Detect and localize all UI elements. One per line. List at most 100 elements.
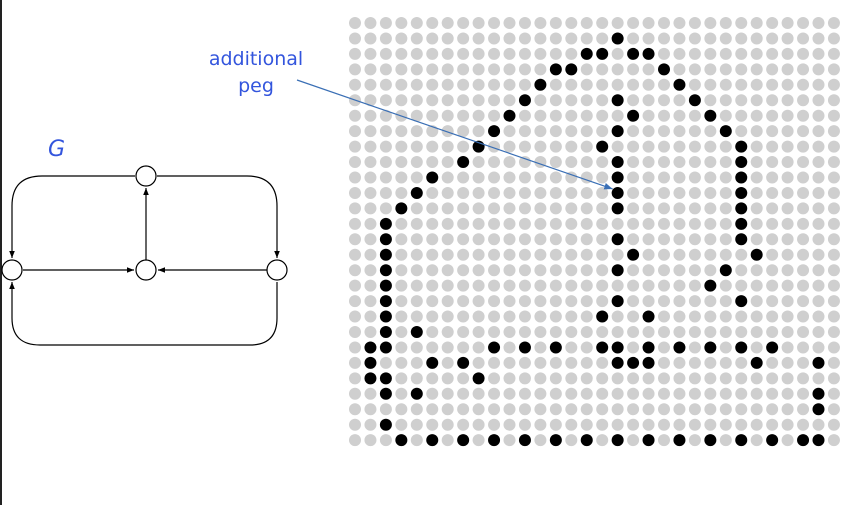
peg-hole <box>410 372 423 385</box>
peg-hole <box>750 202 763 215</box>
peg-filled <box>735 295 748 308</box>
peg-hole <box>611 248 624 261</box>
peg-hole <box>719 17 732 29</box>
peg-hole <box>472 248 485 261</box>
peg-hole <box>688 32 701 45</box>
peg-hole <box>596 248 609 261</box>
peg-filled <box>688 94 701 107</box>
peg-hole <box>642 202 655 215</box>
peg-filled <box>719 264 732 277</box>
peg-hole <box>426 295 439 308</box>
peg-hole <box>488 32 501 45</box>
peg-hole <box>488 78 501 91</box>
peg-hole <box>441 156 454 169</box>
peg-hole <box>812 372 825 385</box>
peg-hole <box>627 387 640 400</box>
peg-hole <box>596 434 609 447</box>
peg-hole <box>827 94 840 107</box>
peg-hole <box>827 295 840 308</box>
peg-hole <box>503 78 516 91</box>
peg-hole <box>488 47 501 60</box>
peg-hole <box>673 310 686 323</box>
peg-hole <box>781 418 794 431</box>
peg-hole <box>827 310 840 323</box>
peg-hole <box>349 186 361 199</box>
peg-hole <box>827 78 840 91</box>
peg-hole <box>565 156 578 169</box>
peg-hole <box>596 233 609 246</box>
peg-hole <box>812 233 825 246</box>
peg-hole <box>549 47 562 60</box>
peg-hole <box>735 310 748 323</box>
peg-hole <box>426 326 439 338</box>
peg-hole <box>750 156 763 169</box>
peg-hole <box>426 217 439 230</box>
peg-hole <box>549 310 562 323</box>
peg-hole <box>426 186 439 199</box>
peg-hole <box>827 109 840 122</box>
peg-hole <box>441 326 454 338</box>
peg-hole <box>596 17 609 29</box>
peg-hole <box>596 326 609 338</box>
peg-filled <box>549 341 562 354</box>
peg-hole <box>410 94 423 107</box>
peg-hole <box>719 63 732 76</box>
peg-hole <box>472 47 485 60</box>
peg-hole <box>503 32 516 45</box>
peg-hole <box>658 202 670 215</box>
peg-hole <box>488 94 501 107</box>
peg-hole <box>827 356 840 369</box>
peg-hole <box>719 248 732 261</box>
peg-hole <box>565 94 578 107</box>
peg-hole <box>565 403 578 416</box>
peg-hole <box>719 418 732 431</box>
peg-hole <box>503 264 516 277</box>
peg-hole <box>488 418 501 431</box>
peg-hole <box>364 434 377 447</box>
peg-hole <box>781 32 794 45</box>
peg-hole <box>565 434 578 447</box>
peg-hole <box>441 78 454 91</box>
peg-hole <box>766 140 779 153</box>
peg-hole <box>457 94 470 107</box>
peg-hole <box>827 403 840 416</box>
peg-hole <box>457 202 470 215</box>
peg-hole <box>596 217 609 230</box>
peg-hole <box>441 186 454 199</box>
peg-filled <box>379 387 392 400</box>
peg-hole <box>827 171 840 184</box>
peg-hole <box>781 202 794 215</box>
peg-hole <box>364 248 377 261</box>
peg-hole <box>766 17 779 29</box>
peg-hole <box>688 264 701 277</box>
peg-hole <box>642 387 655 400</box>
peg-hole <box>719 233 732 246</box>
peg-hole <box>766 202 779 215</box>
peg-hole <box>549 233 562 246</box>
peg-hole <box>688 310 701 323</box>
peg-hole <box>488 171 501 184</box>
peg-hole <box>781 248 794 261</box>
peg-hole <box>426 156 439 169</box>
peg-hole <box>534 140 547 153</box>
peg-hole <box>379 94 392 107</box>
peg-hole <box>704 63 717 76</box>
peg-filled <box>627 356 640 369</box>
peg-hole <box>549 295 562 308</box>
peg-hole <box>441 217 454 230</box>
peg-hole <box>364 295 377 308</box>
peg-hole <box>673 217 686 230</box>
peg-hole <box>580 279 593 292</box>
peg-hole <box>580 63 593 76</box>
pegboard <box>349 17 840 447</box>
peg-hole <box>658 156 670 169</box>
peg-hole <box>781 186 794 199</box>
peg-hole <box>719 47 732 60</box>
node-left <box>1 259 23 281</box>
peg-hole <box>688 78 701 91</box>
peg-hole <box>673 295 686 308</box>
peg-hole <box>611 372 624 385</box>
peg-hole <box>426 63 439 76</box>
peg-hole <box>704 94 717 107</box>
peg-hole <box>580 78 593 91</box>
